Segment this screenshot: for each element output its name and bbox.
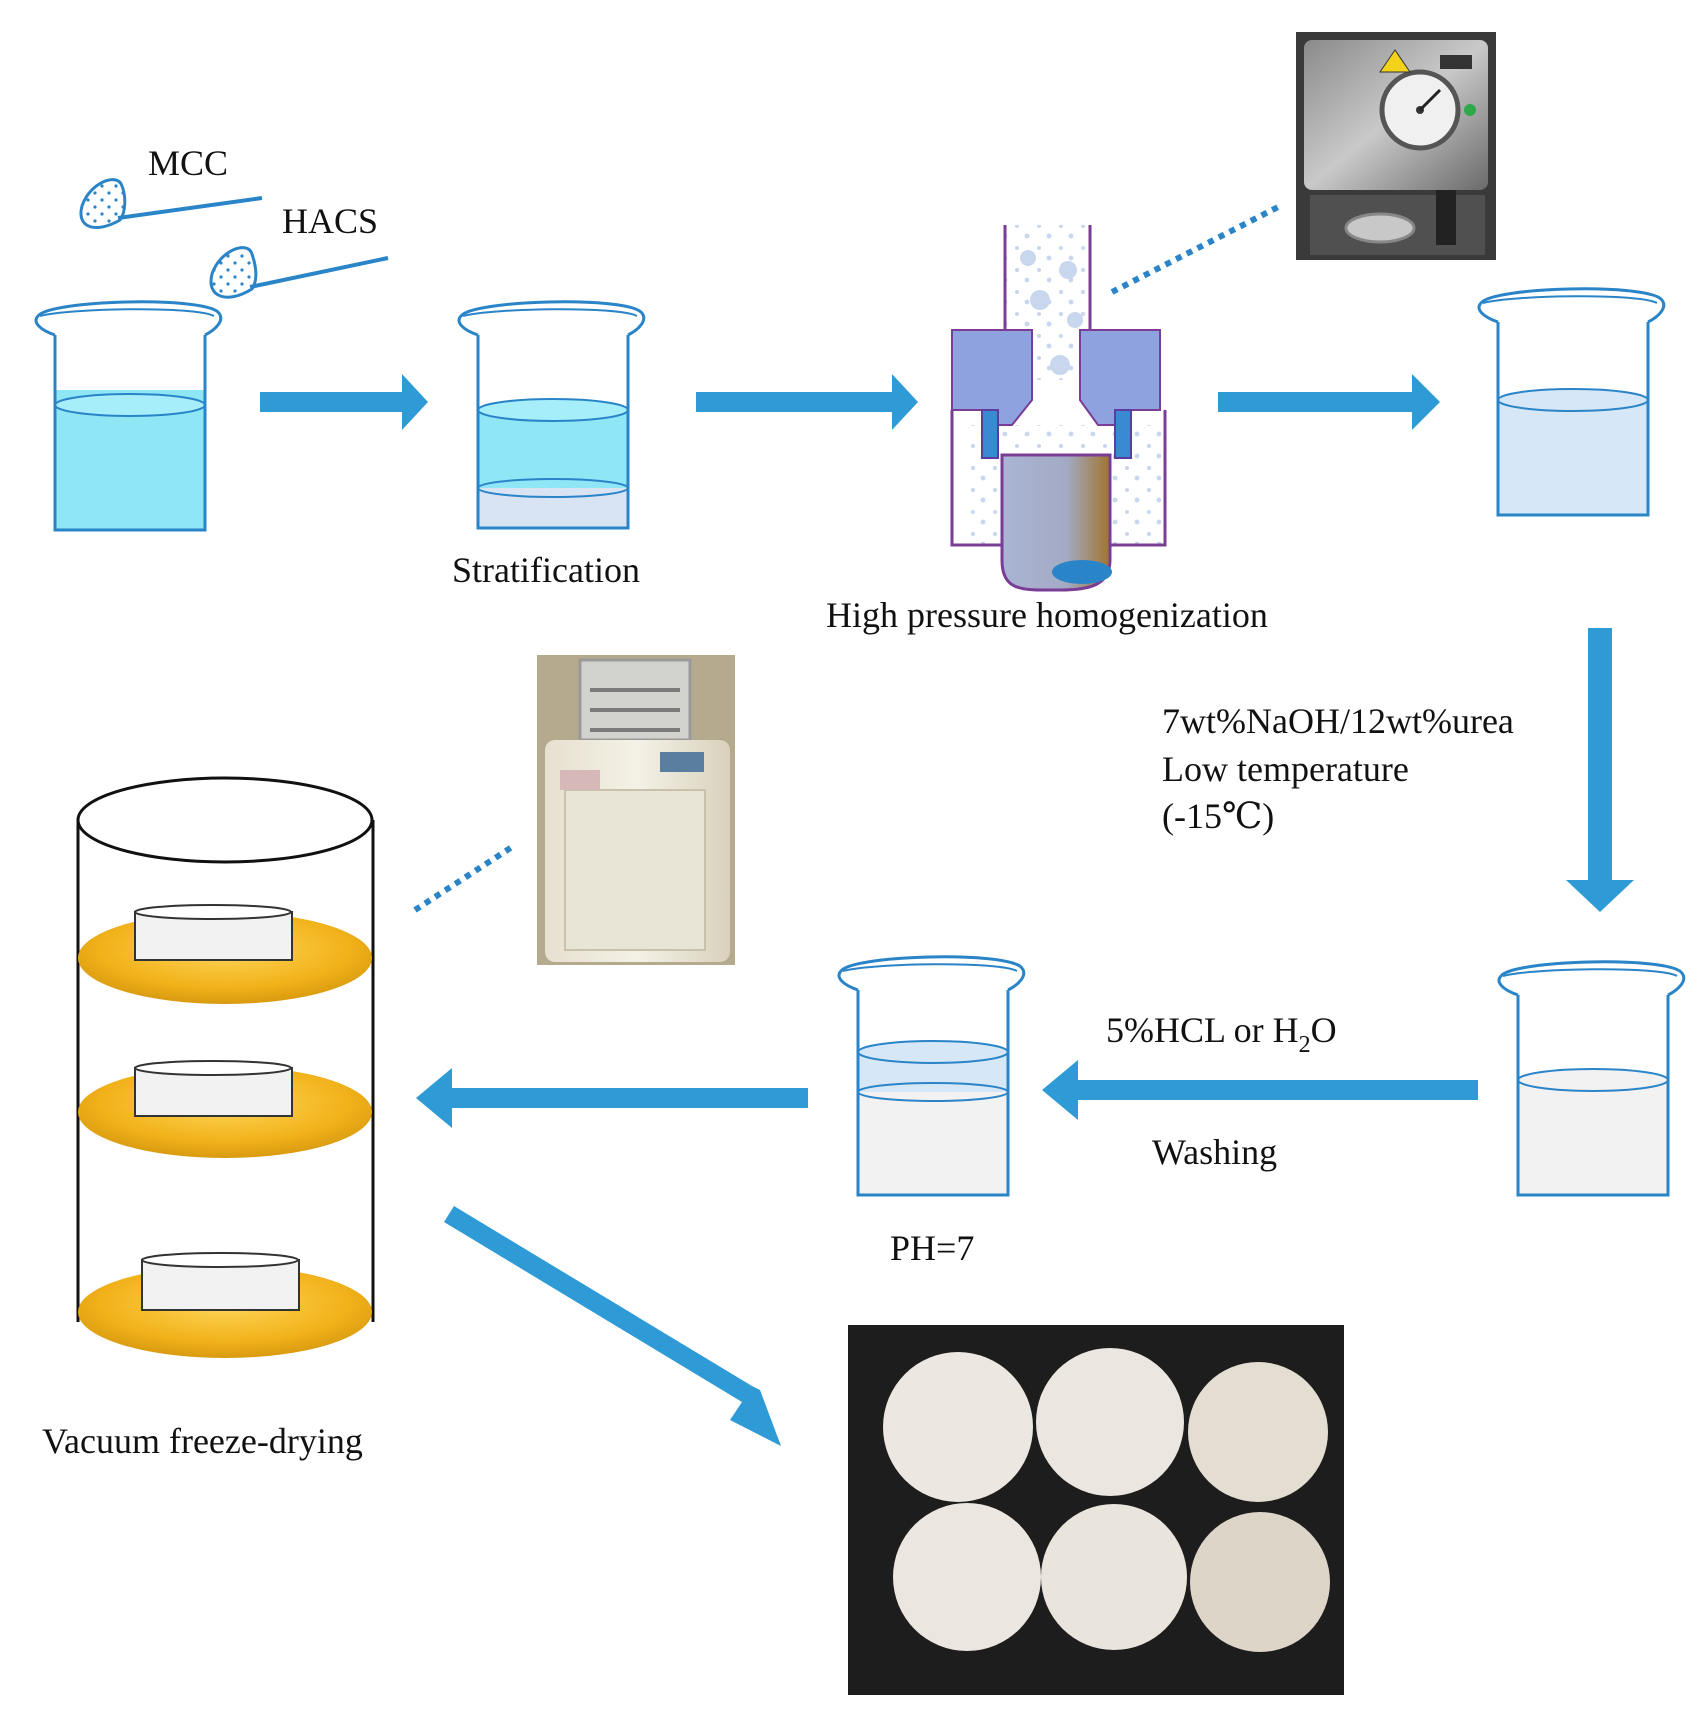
connector-dotted-line [413,844,514,913]
freeze-dryer-icon [76,776,375,1358]
washing-label: Washing [1152,1132,1277,1172]
homogenization-label: High pressure homogenization [826,595,1268,635]
beaker-icon [1477,287,1666,517]
connector-dotted-line [1110,202,1284,295]
homogenizer-icon [950,225,1167,592]
freeze-drying-label: Vacuum freeze-drying [42,1421,363,1461]
beaker-icon [34,300,223,532]
stratification-label: Stratification [452,550,640,590]
beaker-icon [1497,960,1686,1197]
spoon-icon [79,178,263,229]
hacs-label: HACS [282,201,378,241]
spoon-icon [209,246,389,299]
flow-arrow [416,1068,808,1128]
homogenizer-machine-photo [1296,32,1496,260]
beaker-icon [837,955,1026,1197]
temperature-value-label: (-15℃) [1162,796,1274,836]
flow-arrow [260,374,428,430]
ph-label: PH=7 [890,1228,974,1268]
flow-arrow [696,374,918,430]
freeze-dryer-machine-photo [537,655,735,965]
mcc-label: MCC [148,143,228,183]
flow-arrow [1566,628,1634,912]
flow-arrow [444,1206,781,1446]
solvent-label: 7wt%NaOH/12wt%urea [1162,701,1514,741]
flow-arrow [1218,374,1440,430]
low-temperature-label: Low temperature [1162,749,1409,789]
aerogel-samples-photo [848,1325,1344,1695]
beaker-icon [457,300,646,530]
flow-arrow [1042,1060,1478,1120]
acid-wash-label: 5%HCL or H2O [1106,1010,1337,1058]
